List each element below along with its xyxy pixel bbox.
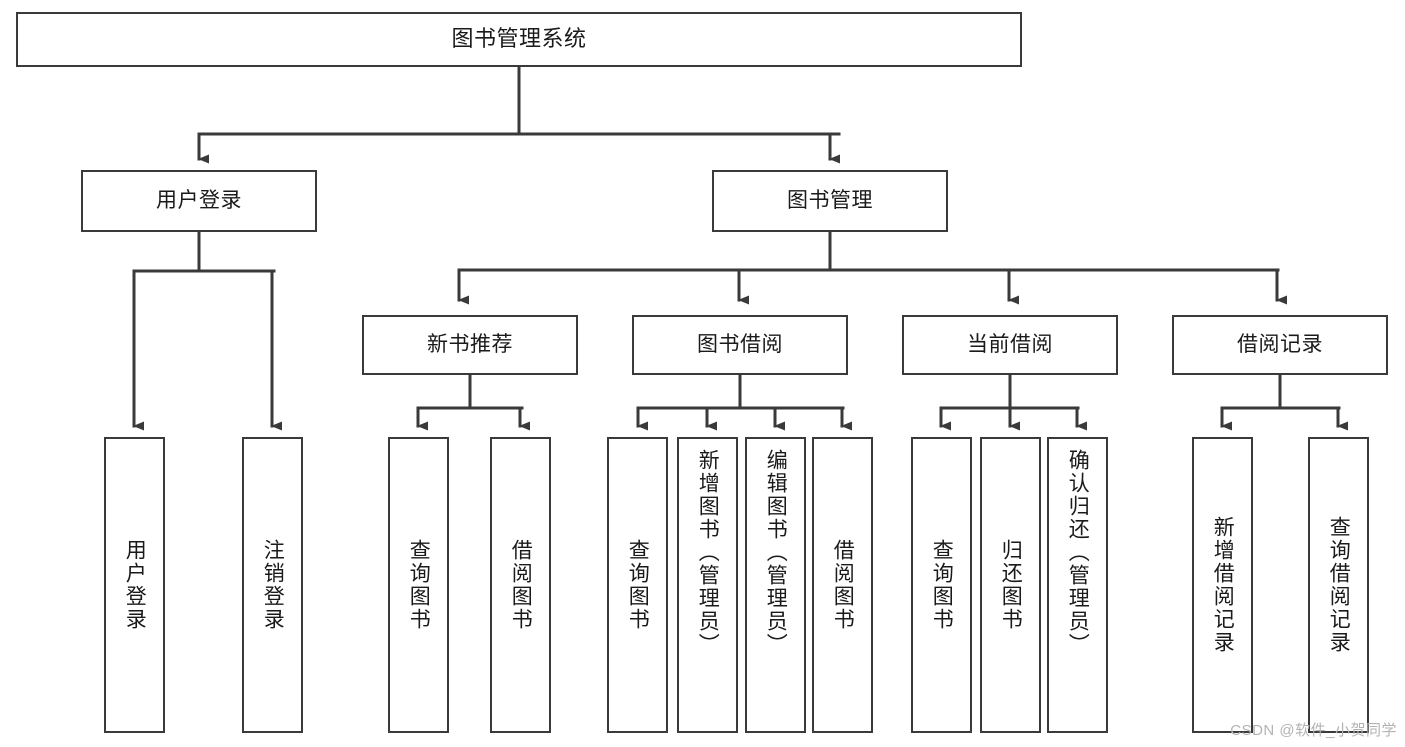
node-label: 新增图书（管理员） bbox=[696, 449, 720, 656]
node-user-login[interactable]: 用户登录 bbox=[81, 170, 317, 232]
leaf-new-book-borrow-books[interactable]: 借阅图书 bbox=[490, 437, 551, 733]
node-label: 编辑图书（管理员） bbox=[764, 449, 788, 656]
csdn-watermark: CSDN @软件_小贺同学 bbox=[1230, 722, 1397, 739]
leaf-current-borrow-return-books[interactable]: 归还图书 bbox=[980, 437, 1041, 733]
node-book-borrow[interactable]: 图书借阅 bbox=[632, 315, 848, 375]
node-label: 新增借阅记录 bbox=[1211, 516, 1235, 654]
leaf-book-borrow-query-books[interactable]: 查询图书 bbox=[607, 437, 668, 733]
node-new-book-recommendation[interactable]: 新书推荐 bbox=[362, 315, 578, 375]
node-label: 用户登录 bbox=[123, 539, 147, 631]
node-current-borrow[interactable]: 当前借阅 bbox=[902, 315, 1118, 375]
leaf-new-book-query-books[interactable]: 查询图书 bbox=[388, 437, 449, 733]
node-label: 归还图书 bbox=[999, 539, 1023, 631]
node-label: 用户登录 bbox=[156, 189, 242, 213]
node-borrow-record[interactable]: 借阅记录 bbox=[1172, 315, 1388, 375]
node-label: 当前借阅 bbox=[967, 333, 1053, 357]
leaf-user-login-logout[interactable]: 注销登录 bbox=[242, 437, 303, 733]
leaf-book-borrow-add-book-admin[interactable]: 新增图书（管理员） bbox=[677, 437, 738, 733]
node-label: 图书借阅 bbox=[697, 333, 783, 357]
node-label: 新书推荐 bbox=[427, 333, 513, 357]
leaf-borrow-record-add-record[interactable]: 新增借阅记录 bbox=[1192, 437, 1253, 733]
leaf-current-borrow-confirm-return-admin[interactable]: 确认归还（管理员） bbox=[1047, 437, 1108, 733]
node-label: 图书管理系统 bbox=[451, 26, 587, 52]
leaf-user-login-login[interactable]: 用户登录 bbox=[104, 437, 165, 733]
node-label: 借阅图书 bbox=[831, 539, 855, 631]
node-label: 查询图书 bbox=[407, 539, 431, 631]
node-book-management[interactable]: 图书管理 bbox=[712, 170, 948, 232]
node-root-book-management-system[interactable]: 图书管理系统 bbox=[16, 12, 1022, 67]
node-label: 查询图书 bbox=[626, 539, 650, 631]
node-label: 查询图书 bbox=[930, 539, 954, 631]
leaf-book-borrow-borrow-books[interactable]: 借阅图书 bbox=[812, 437, 873, 733]
node-label: 注销登录 bbox=[261, 539, 285, 631]
node-label: 确认归还（管理员） bbox=[1066, 449, 1090, 656]
leaf-current-borrow-query-books[interactable]: 查询图书 bbox=[911, 437, 972, 733]
node-label: 借阅记录 bbox=[1237, 333, 1323, 357]
node-label: 查询借阅记录 bbox=[1327, 516, 1351, 654]
leaf-borrow-record-query-record[interactable]: 查询借阅记录 bbox=[1308, 437, 1369, 733]
node-label: 图书管理 bbox=[787, 189, 873, 213]
node-label: 借阅图书 bbox=[509, 539, 533, 631]
leaf-book-borrow-edit-book-admin[interactable]: 编辑图书（管理员） bbox=[745, 437, 806, 733]
